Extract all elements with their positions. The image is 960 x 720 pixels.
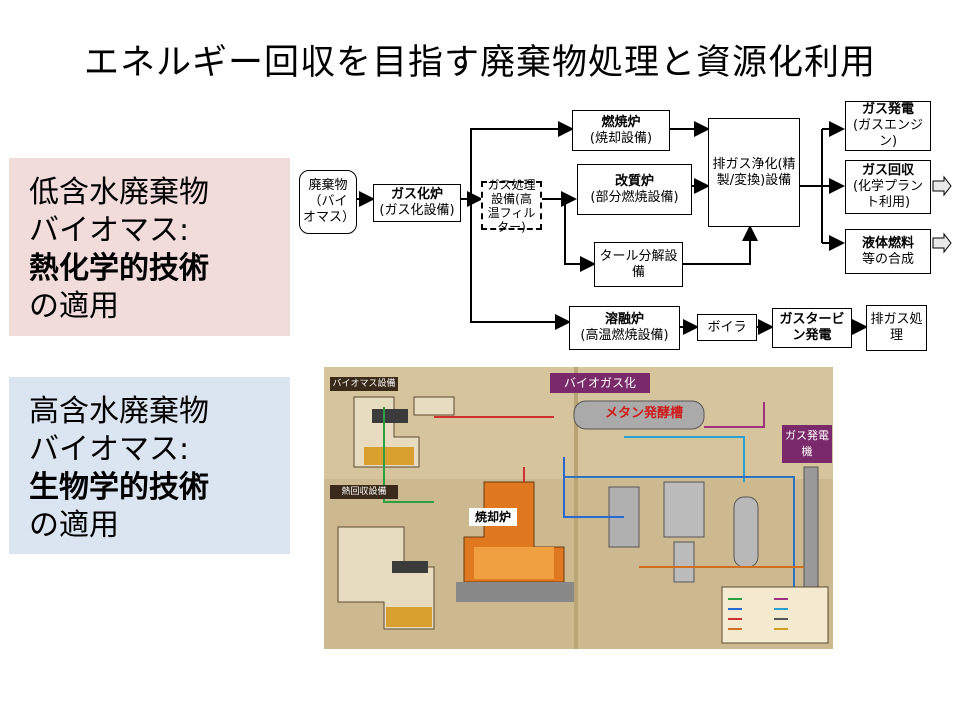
box-boiler: ボイラ	[697, 314, 757, 341]
high-panel-line2: バイオマス:	[29, 432, 190, 467]
burner-text: (焼却設備)	[589, 130, 653, 146]
output-arrow-icon	[932, 175, 952, 197]
box-gas-treatment: ガス処理設備(高温フィルター)	[481, 178, 542, 234]
high-moisture-panel: 高含水廃棄物 バイオマス: 生物学的技術 の適用	[9, 377, 290, 554]
high-panel-line4: の適用	[29, 508, 119, 543]
box-liquid-fuel: 液体燃料等の合成	[845, 229, 931, 274]
tar-label: タール分解設備	[599, 248, 678, 280]
gas-treat-label: ガス処理設備(高温フィルター)	[487, 177, 536, 234]
heat-recovery-header: 熱回収設備	[330, 485, 398, 499]
reformer-text: (部分燃焼設備)	[590, 189, 679, 205]
burner-head: 燃焼炉	[601, 114, 641, 130]
liquid-fuel-head: 液体燃料	[861, 235, 914, 251]
box-burner: 燃焼炉(焼却設備)	[572, 110, 670, 151]
biomass-facility-header: バイオマス設備	[330, 377, 398, 391]
box-gas-recovery: ガス回収(化学プラント利用)	[845, 160, 931, 214]
low-panel-line3: 熱化学的技術	[29, 251, 209, 286]
output-arrow-icon	[932, 232, 952, 254]
waste-label: 廃棄物（バイオマス）	[303, 178, 356, 225]
melting-text: (高温燃焼設備)	[580, 328, 669, 343]
high-panel-line3: 生物学的技術	[29, 470, 209, 505]
branch-line	[800, 129, 823, 243]
gas-power-head: ガス発電	[861, 102, 914, 117]
low-panel-line4: の適用	[29, 289, 119, 324]
melting-head: 溶融炉	[604, 312, 644, 327]
gas-turbine-label: ガスタービン発電	[779, 312, 845, 343]
low-panel-line2: バイオマス:	[29, 213, 190, 248]
gasifier-head: ガス化炉	[390, 187, 443, 202]
arrow-tar-exhaust	[683, 225, 758, 265]
low-panel-line1: 低含水廃棄物	[29, 175, 209, 210]
gas-generator-label: ガス発電機	[782, 425, 832, 463]
box-waste: 廃棄物（バイオマス）	[299, 170, 357, 234]
box-melting: 溶融炉(高温燃焼設備)	[569, 306, 680, 350]
biogas-label: バイオガス化	[550, 373, 650, 393]
gas-recovery-text: (化学プラント利用)	[852, 179, 924, 210]
exhaust-purify-label: 排ガス浄化(精製/変換)設備	[712, 156, 796, 188]
low-moisture-panel: 低含水廃棄物 バイオマス: 熱化学的技術 の適用	[9, 158, 290, 336]
box-tar: タール分解設備	[594, 242, 683, 287]
liquid-fuel-text: 等の合成	[861, 251, 914, 267]
plant-drawing	[324, 367, 833, 649]
slide-title: エネルギー回収を目指す廃棄物処理と資源化利用	[83, 43, 876, 83]
gas-recovery-head: ガス回収	[861, 163, 914, 178]
methane-tank-label: メタン発酵槽	[604, 406, 683, 421]
incinerator-label: 焼却炉	[469, 508, 517, 526]
reformer-head: 改質炉	[614, 173, 654, 189]
gasifier-text: (ガス化設備)	[379, 203, 455, 218]
plant-illustration: バイオマス設備 熱回収設備 バイオガス化 メタン発酵槽 ガス発電機 焼却炉	[324, 367, 833, 649]
gas-power-text: (ガスエンジン)	[852, 118, 924, 149]
box-gas-turbine: ガスタービン発電	[772, 308, 852, 348]
box-exhaust-treat: 排ガス処理	[866, 305, 927, 351]
box-exhaust-purify: 排ガス浄化(精製/変換)設備	[708, 118, 800, 227]
box-gasifier: ガス化炉(ガス化設備)	[373, 184, 461, 222]
high-panel-line1: 高含水廃棄物	[29, 394, 209, 429]
box-reformer: 改質炉(部分燃焼設備)	[577, 164, 692, 215]
boiler-label: ボイラ	[707, 319, 747, 335]
box-gas-power: ガス発電(ガスエンジン)	[845, 101, 931, 151]
exhaust-treat-label: 排ガス処理	[870, 312, 923, 343]
